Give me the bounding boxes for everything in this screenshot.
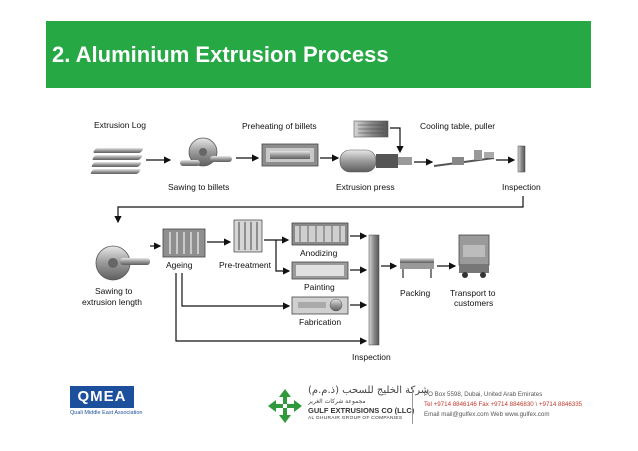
qmea-logo-text: QMEA [70,386,134,408]
gulf-emblem-icon [268,389,302,423]
arrow-pretreatment-to-painting [275,240,291,275]
label-sawing-length-2: extrusion length [82,297,142,307]
arrow-ageing-to-fabrication [181,273,291,310]
label-inspection-1: Inspection [502,182,541,192]
saw-blade-icon [180,137,232,167]
length-saw-icon [95,245,150,281]
packing-table-icon [400,258,434,278]
cooling-table-icon [433,150,495,167]
preheating-furnace-icon [261,143,319,167]
gulf-group-name: AL GHURAIR GROUP OF COMPANIES [308,416,403,421]
gulf-company-name: GULF EXTRUSIONS CO (LLC) [308,406,415,415]
label-inspection-2: Inspection [352,352,391,362]
label-ageing: Ageing [166,260,193,270]
label-pretreatment: Pre-treatment [219,260,272,270]
gulf-arabic-subtitle: مجموعة شركات الغرير [308,398,366,405]
contact-email-web: Email mail@gulfex.com Web www.gulfex.com [424,411,550,418]
pretreatment-rack-icon [233,219,263,253]
arrow-ageing-to-inspection [175,273,368,345]
label-extrusion-press: Extrusion press [336,182,395,192]
footer-divider [412,388,413,424]
ageing-oven-icon [162,228,206,258]
fabrication-machine-icon [291,296,349,315]
label-sawing-length-1: Sawing to [95,286,133,296]
contact-phone: Tel +9714 8846146 Fax +9714 8846830 \ +9… [424,401,583,408]
inspection-post-icon [517,145,526,173]
arrow-billet-feed [390,127,404,154]
label-fabrication: Fabrication [299,317,341,327]
label-anodizing: Anodizing [300,248,338,258]
contact-info: PO Box 5598, Dubai, United Arab Emirates… [424,390,582,420]
qmea-subtitle: Quali Middle East Association [70,410,143,416]
label-cooling: Cooling table, puller [420,121,495,131]
label-extrusion-log: Extrusion Log [94,120,146,130]
label-transport-1: Transport to [450,288,496,298]
label-packing: Packing [400,288,431,298]
gulf-arabic-name: شركة الخليج للسحب (ذ.م.م) [308,385,430,396]
label-preheating: Preheating of billets [242,121,317,131]
extrusion-log-icon [90,148,144,174]
qmea-logo: QMEA Quali Middle East Association [70,386,143,416]
contact-address: PO Box 5598, Dubai, United Arab Emirates [424,391,543,398]
anodizing-tank-icon [291,222,349,246]
label-painting: Painting [304,282,335,292]
painting-booth-icon [291,261,349,280]
arrow-row-connector [114,196,524,224]
label-sawing-billets: Sawing to billets [168,182,229,192]
extrusion-press-icon [339,120,412,173]
label-transport-2: customers [454,298,493,308]
ageing-branch-hidden [190,273,290,286]
slide-title: 2. Aluminium Extrusion Process [52,41,389,67]
inspection-post-icon [368,234,380,346]
title-bar: 2. Aluminium Extrusion Process [46,21,591,88]
truck-icon [458,234,490,278]
